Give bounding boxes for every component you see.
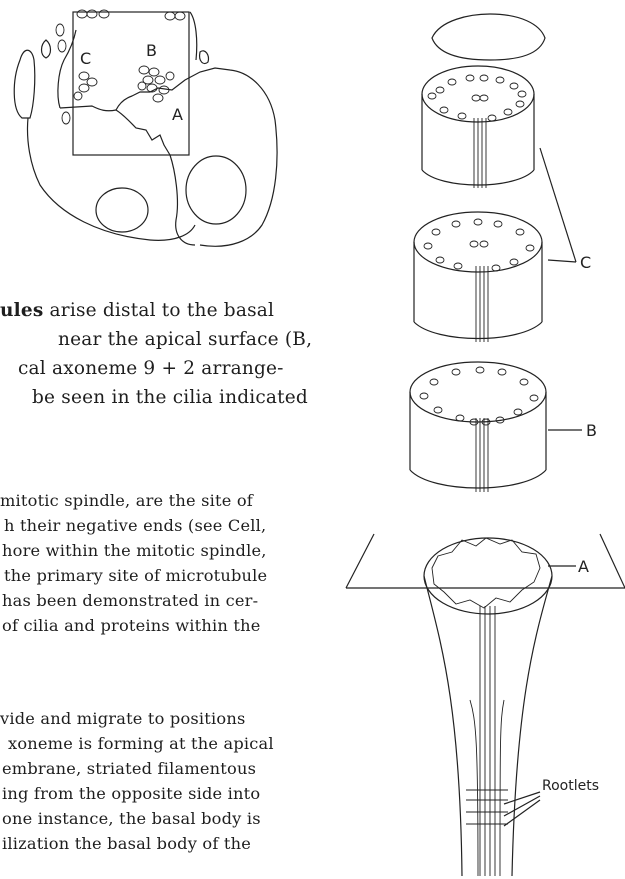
text-line: vide and migrate to positions [0, 706, 274, 731]
text-line: ing from the opposite side into [2, 781, 274, 806]
text-line: cal axoneme 9 + 2 arrange- [18, 356, 312, 382]
text-span: arise distal to the basal [43, 300, 274, 321]
diagram-label-b: B [586, 421, 597, 440]
text-line: ules arise distal to the basal [0, 298, 312, 324]
diagram-label-a: A [578, 557, 589, 576]
paragraph-2: mitotic spindle, are the site of h their… [0, 488, 267, 638]
text-line: one instance, the basal body is [2, 806, 274, 831]
text-line: ilization the basal body of the [2, 831, 274, 856]
text-line: hore within the mitotic spindle, [2, 538, 267, 563]
paragraph-1: ules arise distal to the basal near the … [0, 298, 312, 411]
diagram-label-c: C [580, 253, 591, 272]
text-line: mitotic spindle, are the site of [0, 488, 267, 513]
text-line: near the apical surface (B, [58, 327, 312, 353]
paragraph-3: vide and migrate to positions xoneme is … [0, 706, 274, 856]
bold-term: ules [0, 300, 43, 321]
diagram-label-rootlets: Rootlets [542, 778, 599, 794]
text-line: be seen in the cilia indicated [32, 385, 312, 411]
text-line: the primary site of microtubule [4, 563, 267, 588]
text-line: xoneme is forming at the apical [8, 731, 274, 756]
text-line: h their negative ends (see Cell, [4, 513, 267, 538]
text-line: has been demonstrated in cer- [2, 588, 267, 613]
text-line: embrane, striated filamentous [2, 756, 274, 781]
text-line: of cilia and proteins within the [2, 613, 267, 638]
